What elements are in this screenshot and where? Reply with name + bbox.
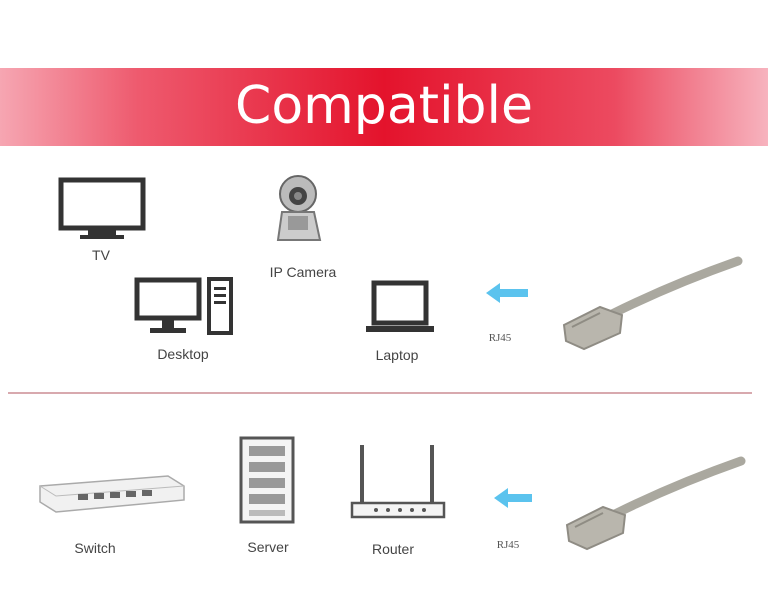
rj45-cable-icon [562,256,743,351]
laptop-icon [366,280,434,332]
rj45-cable-icon [565,456,746,551]
banner [0,68,768,146]
arrow-left-icon [494,488,532,508]
tv-icon [58,177,146,239]
label-laptop: Laptop [375,347,419,363]
arrow-left-icon [486,283,528,303]
desktop-icon [134,277,233,335]
label-server: Server [247,539,289,555]
label-ip-camera: IP Camera [269,264,337,280]
label-tv: TV [92,247,110,263]
label-rj45-bottom: RJ45 [496,539,520,551]
label-rj45-top: RJ45 [488,332,512,344]
divider [8,392,752,394]
label-switch: Switch [74,540,116,556]
ip-camera-icon [276,175,322,241]
banner-title: Compatible [235,76,533,136]
switch-icon [39,475,185,513]
label-desktop: Desktop [157,346,209,362]
label-router: Router [371,541,415,557]
router-icon [350,445,446,519]
server-icon [239,436,295,524]
